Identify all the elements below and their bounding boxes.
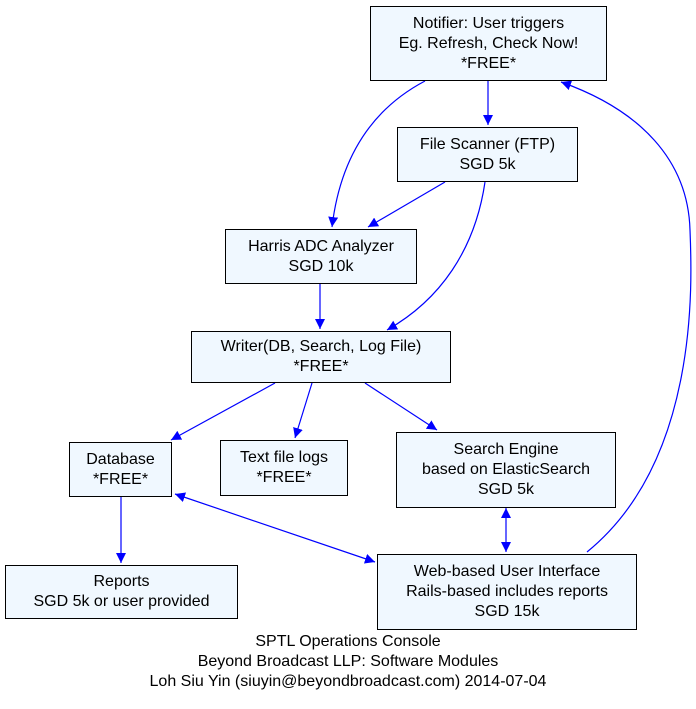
node-writer-cost: *FREE* — [293, 358, 349, 375]
node-harris-adc-analyzer: Harris ADC Analyzer SGD 10k — [225, 229, 417, 284]
node-database-cost: *FREE* — [92, 470, 149, 488]
node-web-ui-title: Web-based User Interface — [413, 563, 601, 580]
node-search-engine: Search Engine based on ElasticSearch SGD… — [396, 432, 616, 508]
node-notifier-cost: *FREE* — [460, 54, 517, 72]
node-web-ui-cost: SGD 15k — [474, 603, 540, 620]
edge-web-ui-to-notifier — [560, 80, 692, 553]
node-writer: Writer(DB, Search, Log File) *FREE* — [191, 331, 451, 383]
node-reports-cost: SGD 5k or user provided — [33, 593, 210, 610]
edge-notifier-to-harris — [328, 80, 426, 228]
node-text-file-logs: Text file logs *FREE* — [220, 440, 348, 496]
node-notifier-title: Notifier: User triggers — [412, 14, 565, 32]
node-search-engine-title: Search Engine — [453, 441, 559, 458]
node-text-logs-cost: *FREE* — [256, 469, 312, 486]
edge-database-web-ui — [174, 492, 376, 564]
edge-file-scanner-to-writer — [386, 181, 486, 331]
caption-author-date: Loh Siu Yin (siuyin@beyondbroadcast.com)… — [149, 673, 547, 690]
node-search-engine-detail: based on ElasticSearch — [421, 461, 591, 478]
node-file-scanner-title: File Scanner (FTP) — [419, 135, 556, 153]
edge-writer-to-search-engine — [364, 382, 438, 431]
edge-writer-to-database — [170, 382, 276, 441]
node-harris-title: Harris ADC Analyzer — [248, 237, 394, 255]
node-harris-cost: SGD 10k — [288, 257, 354, 275]
node-text-logs-title: Text file logs — [239, 449, 329, 466]
caption-title: SPTL Operations Console — [255, 633, 441, 650]
diagram-caption: SPTL Operations Console Beyond Broadcast… — [0, 632, 696, 692]
node-search-engine-cost: SGD 5k — [477, 481, 534, 498]
node-file-scanner-cost: SGD 5k — [459, 155, 516, 173]
edge-file-scanner-to-harris — [367, 181, 446, 228]
node-notifier-example: Eg. Refresh, Check Now! — [398, 34, 579, 52]
node-writer-title: Writer(DB, Search, Log File) — [220, 338, 422, 355]
node-database-title: Database — [86, 450, 155, 468]
node-web-ui: Web-based User Interface Rails-based inc… — [377, 554, 637, 630]
node-file-scanner: File Scanner (FTP) SGD 5k — [397, 127, 578, 182]
edge-writer-to-text-logs — [293, 382, 313, 439]
node-reports: Reports SGD 5k or user provided — [5, 565, 238, 619]
node-database: Database *FREE* — [69, 442, 172, 497]
node-web-ui-detail: Rails-based includes reports — [406, 583, 608, 600]
caption-subtitle: Beyond Broadcast LLP: Software Modules — [197, 653, 499, 670]
node-reports-title: Reports — [93, 573, 150, 590]
node-notifier: Notifier: User triggers Eg. Refresh, Che… — [370, 6, 607, 81]
